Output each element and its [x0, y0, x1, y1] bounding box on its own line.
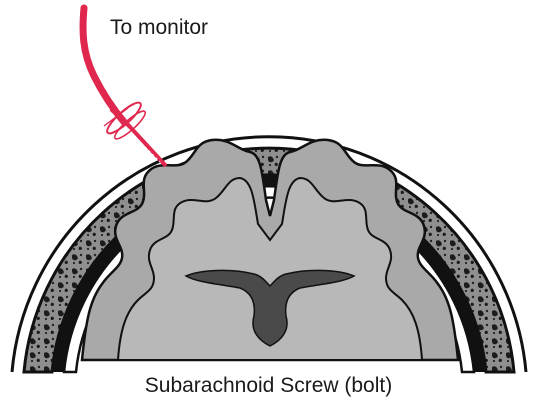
- diagram-caption: Subarachnoid Screw (bolt): [0, 374, 537, 398]
- to-monitor-label: To monitor: [110, 16, 208, 40]
